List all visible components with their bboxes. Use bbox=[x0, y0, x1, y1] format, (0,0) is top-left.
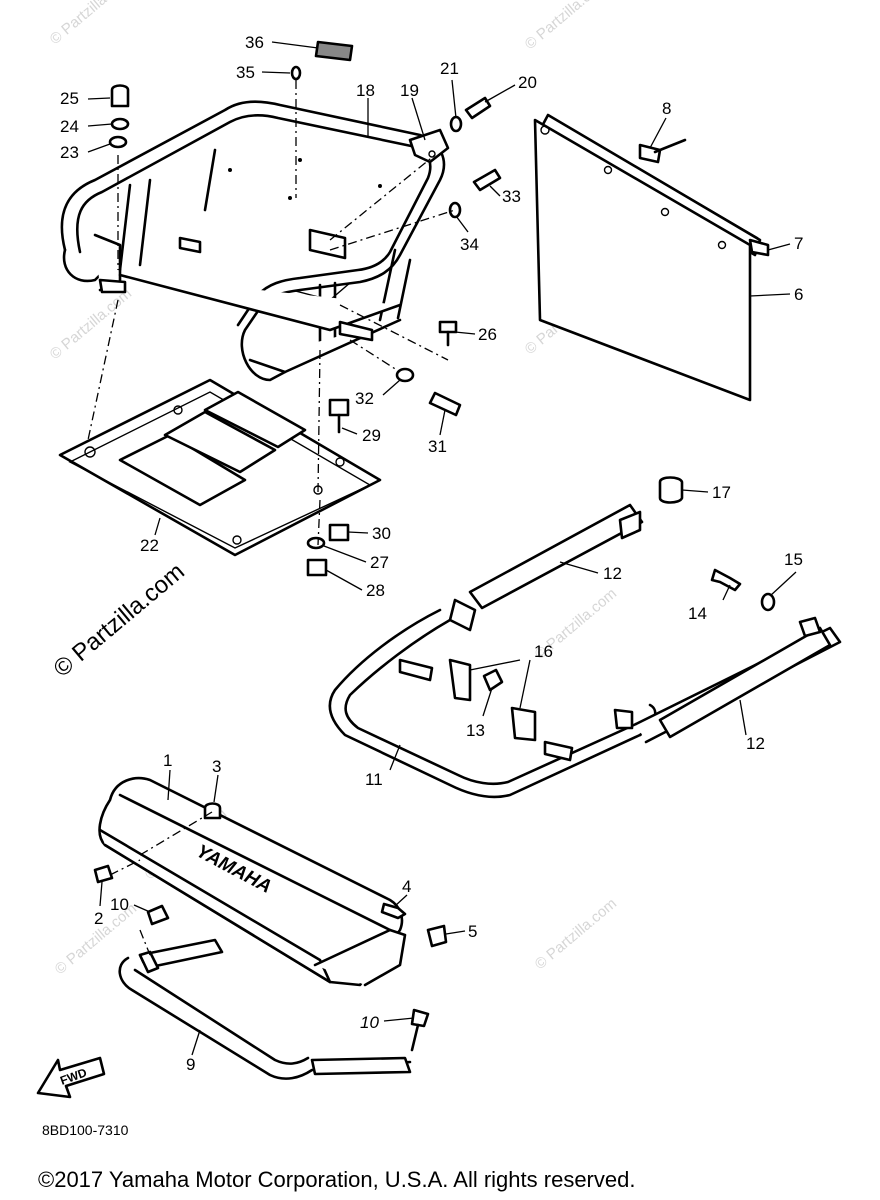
callout-20: 20 bbox=[518, 73, 537, 92]
assembly-lines bbox=[87, 80, 456, 956]
diagram-code: 8BD100-7310 bbox=[42, 1122, 129, 1138]
watermark: © Partzilla.com bbox=[47, 285, 135, 363]
callout-22: 22 bbox=[140, 536, 159, 555]
callout-21: 21 bbox=[440, 59, 459, 78]
callout-18: 18 bbox=[356, 81, 375, 100]
callout-14: 14 bbox=[688, 604, 707, 623]
callout-labels: 36 35 18 19 21 20 25 24 23 8 33 34 7 6 2… bbox=[60, 33, 803, 1074]
callout-23: 23 bbox=[60, 143, 79, 162]
callout-35: 35 bbox=[236, 63, 255, 82]
watermark: © Partzilla.com bbox=[47, 0, 135, 48]
callout-6: 6 bbox=[794, 285, 803, 304]
watermark: © Partzilla.com bbox=[532, 895, 620, 973]
partzilla-watermark: © Partzilla.com bbox=[49, 558, 190, 683]
rear-flap bbox=[533, 113, 770, 402]
fwd-arrow-icon: FWD bbox=[36, 1056, 106, 1099]
callout-10: 10 bbox=[110, 895, 129, 914]
callout-11: 11 bbox=[365, 770, 383, 789]
skid-plate bbox=[58, 378, 382, 557]
callout-26: 26 bbox=[478, 325, 497, 344]
callout-25: 25 bbox=[60, 89, 79, 108]
callout-19: 19 bbox=[400, 81, 419, 100]
front-guard bbox=[118, 938, 412, 1080]
callout-34: 34 bbox=[460, 235, 479, 254]
callout-32: 32 bbox=[355, 389, 374, 408]
callout-31: 31 bbox=[428, 437, 447, 456]
callout-27: 27 bbox=[370, 553, 389, 572]
rear-rack bbox=[60, 40, 446, 382]
callout-8: 8 bbox=[662, 99, 671, 118]
copyright-notice: ©2017 Yamaha Motor Corporation, U.S.A. A… bbox=[38, 1167, 635, 1192]
callout-12: 12 bbox=[603, 564, 622, 583]
leader-lines bbox=[87, 41, 797, 1056]
front-bumper bbox=[93, 776, 448, 1052]
callout-24: 24 bbox=[60, 117, 79, 136]
callout-5: 5 bbox=[468, 922, 477, 941]
callout-12: 12 bbox=[746, 734, 765, 753]
callout-29: 29 bbox=[362, 426, 381, 445]
callout-1: 1 bbox=[163, 751, 172, 770]
callout-15: 15 bbox=[784, 550, 803, 569]
callout-33: 33 bbox=[502, 187, 521, 206]
callout-28: 28 bbox=[366, 581, 385, 600]
callout-10: 10 bbox=[360, 1013, 379, 1032]
callout-36: 36 bbox=[245, 33, 264, 52]
callout-2: 2 bbox=[94, 909, 103, 928]
rear-grab-bar bbox=[328, 476, 842, 799]
callout-4: 4 bbox=[402, 877, 411, 896]
rack-hardware bbox=[108, 84, 502, 577]
callout-16: 16 bbox=[534, 642, 553, 661]
watermark: © Partzilla.com bbox=[522, 0, 610, 53]
callout-9: 9 bbox=[186, 1055, 195, 1074]
callout-3: 3 bbox=[212, 757, 221, 776]
callout-17: 17 bbox=[712, 483, 731, 502]
callout-13: 13 bbox=[466, 721, 485, 740]
callout-7: 7 bbox=[794, 234, 803, 253]
callout-30: 30 bbox=[372, 524, 391, 543]
